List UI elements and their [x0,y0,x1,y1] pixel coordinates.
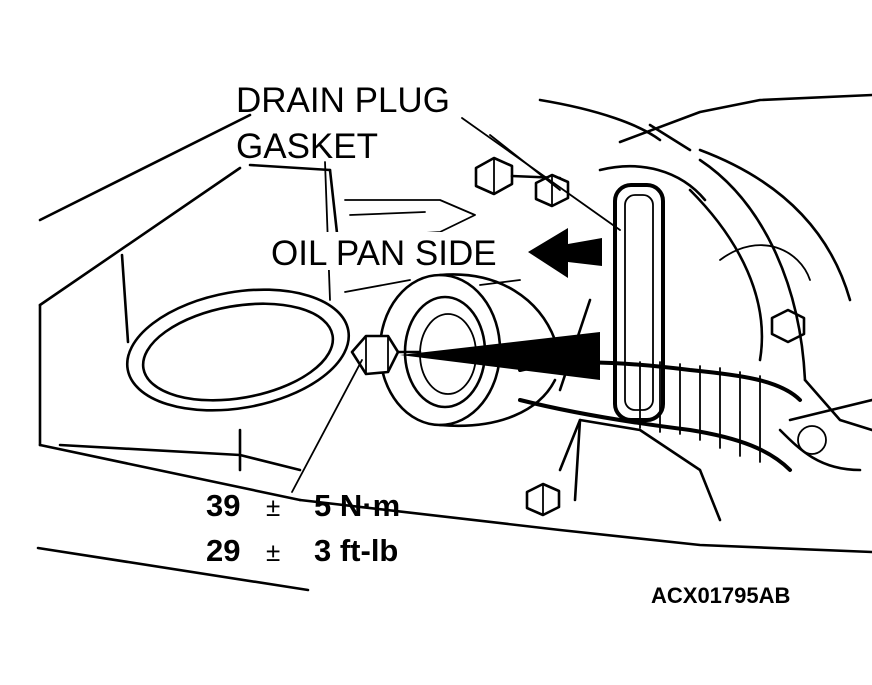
torque-imperial-tolerance: 3 ft-lb [314,533,398,568]
lower-bolt [525,482,561,517]
torque-spec: 39 ± 5 N·m 29 ± 3 ft-lb [206,488,400,568]
figure-code: ACX01795AB [651,583,790,608]
install-arrow [400,332,600,380]
gasket-label: GASKET [236,127,378,166]
pipe-clamp [558,164,707,422]
torque-imperial-sign: ± [266,537,280,567]
torque-imperial-value: 29 [206,533,240,568]
upper-bolt-right [534,173,570,208]
torque-metric-tolerance: 5 N·m [314,488,400,523]
upper-bolt-left [474,156,562,198]
oil-pan-side-label: OIL PAN SIDE [271,234,497,273]
torque-metric-value: 39 [206,488,240,523]
torque-metric-sign: ± [266,492,280,522]
leader-lines [291,117,621,493]
transmission-housing [538,93,872,522]
drain-plug-label: DRAIN PLUG [236,81,450,120]
oil-pan-side-label-bg [266,232,524,270]
oil-pan-side-arrow [528,228,602,278]
gasket-ring [125,288,351,412]
drain-plug [350,334,422,376]
